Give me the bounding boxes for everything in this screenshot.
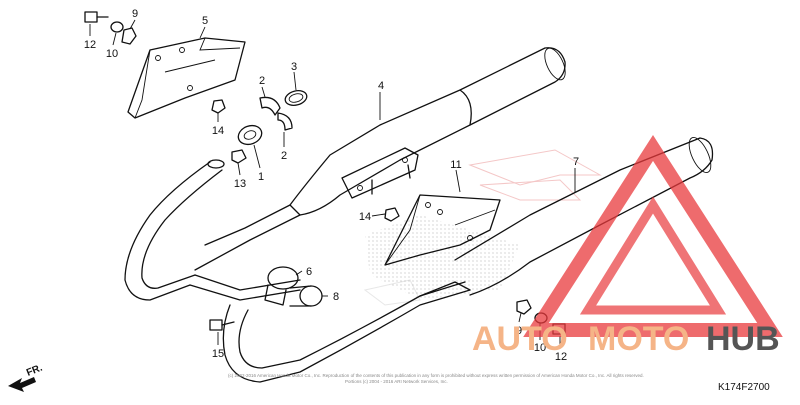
automotohub-watermark: AUTO MOTO HUB: [472, 135, 783, 358]
part-label: 10: [534, 342, 546, 354]
part-label: 2: [281, 150, 287, 162]
muffler-lower: [419, 137, 714, 297]
joint-collar-2b: [277, 112, 293, 131]
part-label: 3: [291, 61, 297, 73]
part-label: 1: [258, 171, 264, 183]
part-label: 6: [306, 266, 312, 278]
watermark-text-moto: MOTO: [588, 320, 689, 358]
part-label: 4: [378, 80, 384, 92]
watermark-text-auto: AUTO: [472, 320, 568, 358]
part-label: 15: [212, 348, 224, 360]
part-label: 12: [84, 39, 96, 51]
muffler-upper: [194, 47, 566, 271]
copyright-line-2: Portions (c) 2004 - 2016 ARI Network Ser…: [345, 379, 448, 384]
gasket-parts: [237, 90, 308, 146]
part-label: 12: [555, 351, 567, 363]
part-label: 5: [202, 15, 208, 27]
front-direction-arrow: FR.: [8, 362, 44, 392]
gasket-3: [284, 90, 308, 106]
gasket-1: [237, 124, 263, 146]
part-label: 2: [259, 75, 265, 87]
part-label: 9: [132, 8, 138, 20]
part-label: 14: [359, 211, 371, 223]
copyright-line-1: (c) 2002-2016 American Honda Motor Co., …: [228, 373, 644, 378]
part-label: 11: [450, 159, 461, 171]
watermark-text-hub: HUB: [706, 320, 780, 358]
joint-collar-2a: [259, 96, 281, 116]
exhaust-pipe-front: [124, 159, 471, 383]
fr-label: FR.: [25, 362, 44, 378]
heat-shield-lower: [384, 194, 501, 266]
part-label: 14: [212, 125, 224, 137]
diagram-code: K174F2700: [718, 382, 770, 393]
part-label: 13: [234, 178, 246, 190]
part-label: 9: [516, 325, 522, 337]
part-label: 8: [333, 291, 339, 303]
part-label: 7: [573, 156, 579, 168]
dotted-area: [365, 215, 520, 300]
part-number-labels: 12 10 9 5 2 3 2 1 13 14 4 11 7 14 6 8 15…: [84, 8, 579, 363]
heat-shield-upper: [127, 37, 246, 119]
part-label: 10: [106, 48, 118, 60]
